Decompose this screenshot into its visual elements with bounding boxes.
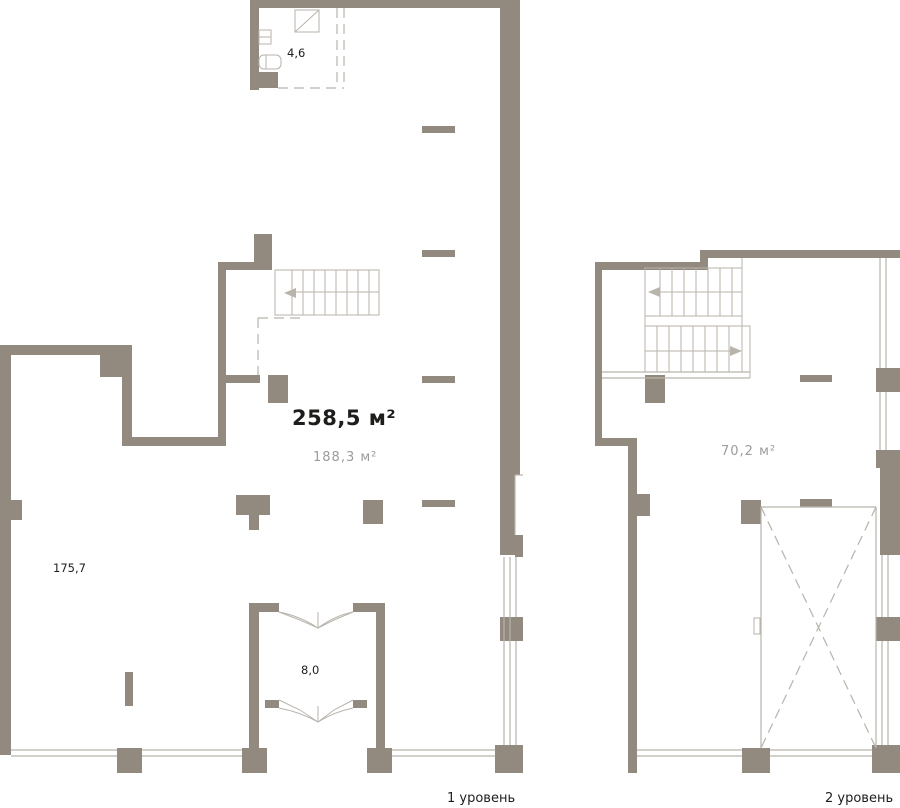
level-1-plan	[0, 0, 523, 773]
level-2-walls	[595, 250, 900, 773]
bathroom-area-label: 4,6	[287, 46, 306, 60]
level-1-staircase	[257, 269, 380, 375]
bathroom	[258, 8, 345, 89]
level-2-area-label: 70,2 м²	[721, 444, 777, 459]
level-2-plan	[595, 250, 900, 773]
level-1-walls	[0, 0, 523, 773]
level-2-windows	[602, 258, 889, 757]
level-2-caption: 2 уровень	[825, 791, 894, 806]
main-hall-area-label: 175,7	[53, 561, 86, 575]
level-1-caption: 1 уровень	[447, 791, 516, 806]
level-1-area-label: 188,3 м²	[313, 450, 378, 465]
vestibule-area-label: 8,0	[301, 663, 320, 677]
total-area-label: 258,5 м²	[292, 406, 397, 430]
level-1-windows	[11, 474, 523, 757]
double-height-void	[753, 506, 877, 749]
level-2-staircase	[644, 258, 751, 378]
vestibule-doors	[278, 611, 354, 723]
